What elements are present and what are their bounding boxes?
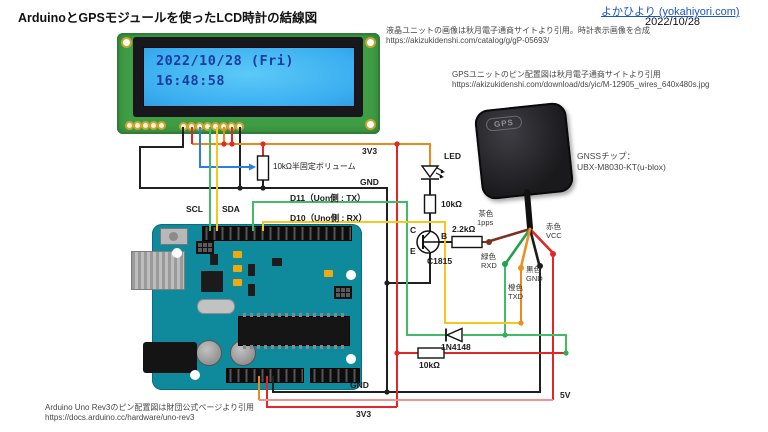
label-transistor: C1815 [427, 256, 453, 266]
arduino-passive [248, 284, 255, 296]
arduino-mcu-chip [238, 313, 350, 349]
gps-wire-signal: VCC [546, 230, 562, 240]
arduino-capacitor [196, 340, 222, 366]
label-d11-tx: D11（Uon側 : TX） [290, 193, 366, 203]
gps-credit-line2: https://akizukidenshi.com/download/ds/yi… [452, 80, 710, 89]
resistors [256, 155, 483, 359]
arduino-mount-hole [172, 248, 182, 258]
gps-wire-signal: GND [526, 273, 543, 283]
arduino-passive [248, 264, 255, 276]
gps-cable [524, 189, 533, 231]
arduino-led [233, 265, 242, 272]
led-symbol [420, 165, 445, 180]
lcd-screen: 2022/10/28 (Fri) 16:48:58 [143, 47, 355, 107]
gps-wire-label-rxd: 緑色 RXD [481, 252, 497, 270]
gps-wire-label-gnd: 黒色 GND [526, 265, 543, 283]
label-pin-b: B [441, 231, 448, 241]
label-diode: 1N4148 [441, 342, 471, 352]
arduino-top-header [202, 226, 352, 241]
red-wires [191, 127, 566, 408]
gps-credit-line1: GPSユニットのピン配置図は秋月電子通商サイトより引用 [452, 70, 661, 79]
arduino-icsp2-header [334, 286, 352, 299]
label-scl: SCL [186, 204, 203, 214]
lcd-pad [157, 121, 166, 130]
arduino-uno-board [131, 224, 362, 390]
arduino-led [233, 279, 242, 286]
yellow-wires [216, 127, 521, 324]
arduino-passive [272, 258, 282, 266]
lcd-credit-line1: 液晶ユニットの画像は秋月電子通商サイトより引用。時計表示画像を合成 [386, 26, 650, 35]
gnss-chip-line1: GNSSチップ： [577, 151, 636, 161]
page-title: ArduinoとGPSモジュールを使ったLCD時計の結線図 [18, 11, 318, 25]
arduino-led [233, 251, 242, 258]
lcd-text-time: 16:48:58 [156, 73, 226, 89]
label-d10-rx: D10（Uno側 : RX） [290, 213, 367, 223]
gnss-chip-line2: UBX-M8030-KT(u-blox) [577, 161, 666, 172]
gps-fan-wires [488, 227, 554, 269]
gps-wire-color: 赤色 [546, 222, 561, 231]
arduino-credit-line2: https://docs.arduino.cc/hardware/uno-rev… [45, 413, 195, 422]
arduino-power-jack [143, 342, 197, 373]
arduino-passive [210, 254, 218, 265]
orange-wires [192, 127, 522, 400]
gps-credit: GPSユニットのピン配置図は秋月電子通商サイトより引用 https://akiz… [452, 70, 709, 90]
transistor-symbol [416, 230, 440, 254]
arduino-credit: Arduino Uno Rev3のピン配置図は財団公式ページより引用 https… [45, 403, 254, 423]
lcd-credit-line2: https://akizukidenshi.com/catalog/g/gP-0… [386, 36, 550, 45]
label-pin-c: C [410, 225, 417, 235]
lcd-module: 2022/10/28 (Fri) 16:48:58 [117, 33, 380, 134]
gps-wire-label-txd: 橙色 TXD [508, 283, 523, 301]
gps-wire-label-1pps: 茶色 1pps [477, 209, 494, 227]
arduino-mount-hole [346, 270, 356, 280]
arduino-credit-line1: Arduino Uno Rev3のピン配置図は財団公式ページより引用 [45, 403, 255, 412]
gps-wire-color: 茶色 [478, 209, 494, 218]
lcd-mount-hole [365, 119, 376, 130]
label-potentiometer: 10kΩ半固定ボリューム [273, 162, 356, 171]
label-base-resistor: 2.2kΩ [452, 224, 476, 234]
gps-wire-color: 黒色 [526, 265, 541, 274]
label-3v3-bottom: 3V3 [356, 409, 372, 419]
date-label: 2022/10/28 [645, 16, 701, 28]
gnss-chip-note: GNSSチップ： UBX-M8030-KT(u-blox) [577, 151, 666, 172]
lcd-text-date: 2022/10/28 (Fri) [156, 53, 295, 69]
wiper-arrowhead [249, 163, 256, 171]
label-sda: SDA [222, 204, 240, 214]
label-gnd-rail: GND [360, 177, 379, 187]
gps-wire-color: 緑色 [481, 252, 496, 261]
arduino-icsp-header [196, 241, 214, 254]
gps-wire-label-vcc: 赤色 VCC [546, 222, 562, 240]
gps-wire-signal: RXD [481, 260, 497, 270]
lcd-mount-hole [121, 37, 132, 48]
arduino-usb-chip [201, 271, 223, 292]
arduino-crystal [197, 299, 235, 314]
site-link[interactable]: よかひより (yokahiyori.com) [601, 6, 740, 18]
arduino-bottom-header-right [310, 368, 360, 383]
arduino-reset-button [160, 228, 188, 245]
label-pullup-resistor: 10kΩ [419, 360, 440, 370]
label-pin-e: E [410, 246, 416, 256]
gps-wire-signal: 1pps [477, 217, 494, 227]
junction-dots [221, 141, 569, 395]
arduino-mount-hole [190, 370, 200, 380]
label-5v: 5V [560, 390, 571, 400]
label-gnd-bottom: GND [350, 380, 369, 390]
wire-pot-wiper [199, 127, 249, 168]
arduino-bottom-header-left [226, 368, 304, 383]
lcd-mount-hole [365, 37, 376, 48]
diode-symbol [445, 327, 463, 343]
label-led-resistor: 10kΩ [441, 199, 462, 209]
gps-wire-signal: TXD [508, 291, 523, 301]
label-led: LED [444, 151, 461, 161]
lcd-credit: 液晶ユニットの画像は秋月電子通商サイトより引用。時計表示画像を合成 https:… [386, 26, 650, 46]
gps-wire-color: 橙色 [508, 283, 523, 292]
arduino-mount-hole [346, 354, 356, 364]
label-3v3-rail: 3V3 [362, 146, 378, 156]
arduino-led [324, 270, 333, 277]
